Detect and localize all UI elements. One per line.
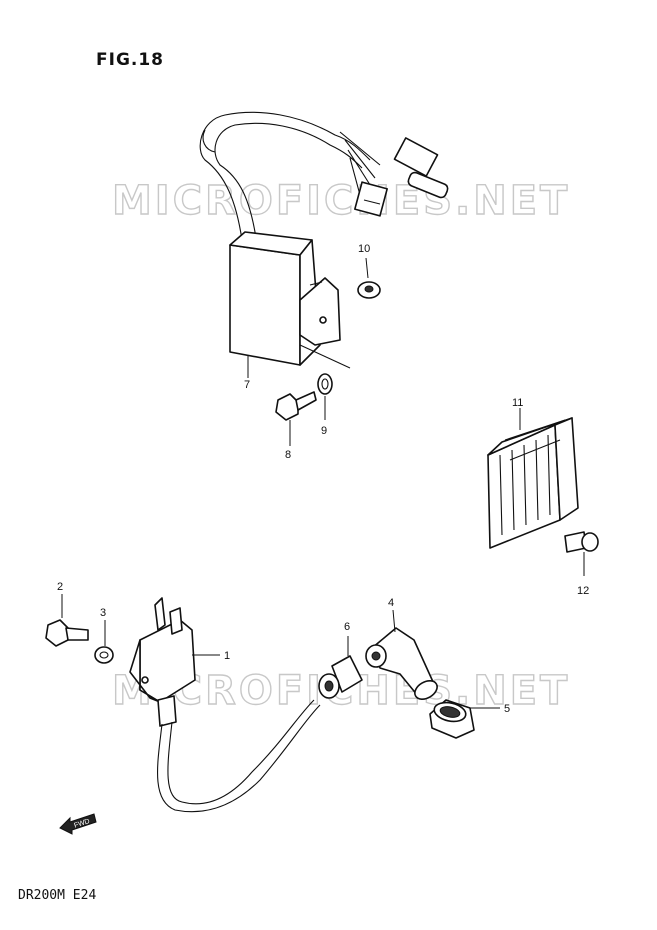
fwd-label: FWD [73, 818, 90, 830]
callout-11: 11 [512, 397, 523, 409]
figure-title: FIG.18 [96, 50, 165, 70]
callout-9: 9 [321, 425, 327, 437]
part-10-nut [357, 281, 381, 299]
callout-12: 12 [577, 585, 589, 597]
part-8-bolt [275, 391, 317, 421]
fwd-arrow-icon: FWD [59, 813, 97, 835]
callout-1: 1 [224, 650, 230, 662]
watermark-top: MICROFICHES.NET [112, 178, 570, 224]
callout-6: 6 [344, 621, 350, 633]
part-3-washer [94, 646, 114, 664]
callout-8: 8 [285, 449, 291, 461]
part-6-rubber-cap [318, 655, 363, 699]
part-12-screw [564, 531, 599, 553]
part-7-cdi-unit [199, 111, 449, 366]
part-9-washer [317, 373, 333, 395]
part-1-ignition-coil [129, 597, 321, 813]
part-11-regulator [487, 417, 579, 549]
callout-5: 5 [504, 703, 510, 715]
part-5-cap-cover [429, 699, 475, 739]
callout-3: 3 [100, 607, 106, 619]
callout-10: 10 [358, 243, 370, 255]
callout-7: 7 [244, 379, 250, 391]
part-2-bolt [45, 619, 89, 647]
model-code: DR200M E24 [18, 888, 97, 903]
callout-4: 4 [388, 597, 394, 609]
callout-2: 2 [57, 581, 63, 593]
part-4-plug-cap [365, 627, 438, 700]
